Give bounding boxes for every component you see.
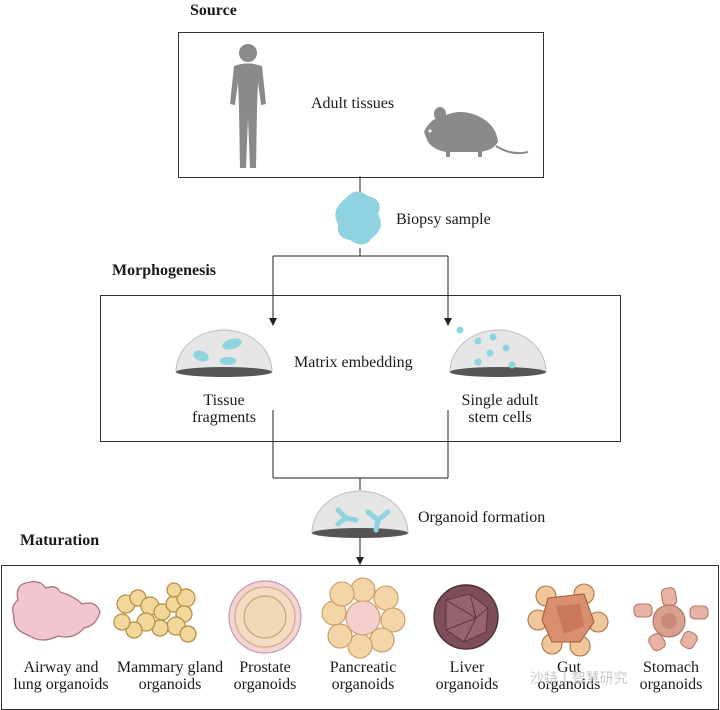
organoid-label-airway: Airway and lung organoids	[5, 659, 117, 693]
organoid-label-gut: Gut organoids	[526, 659, 612, 693]
matrix-dome-tissue-icon	[175, 329, 273, 377]
organoid-label-line1: Gut	[557, 659, 581, 676]
organoid-label-line1: Stomach	[643, 659, 699, 676]
tissue-fragments-line2: fragments	[192, 409, 256, 426]
morphogenesis-box	[100, 295, 621, 442]
organoid-label-line1: Prostate	[239, 659, 291, 676]
mouse-silhouette-icon	[424, 107, 529, 157]
organoid-label-prostate: Prostate organoids	[222, 659, 308, 693]
organoid-label-line1: Pancreatic	[329, 659, 397, 676]
tissue-fragments-line1: Tissue	[203, 392, 245, 409]
organoid-label-liver: Liver organoids	[424, 659, 510, 693]
organoid-formation-label: Organoid formation	[418, 509, 546, 526]
biopsy-blob-icon	[335, 191, 381, 245]
organoid-label-pancreatic: Pancreatic organoids	[318, 659, 408, 693]
stem-cells-label: Single adult stem cells	[440, 392, 560, 426]
mammary-organoid-icon	[113, 582, 197, 643]
organoid-label-line2: organoids	[138, 676, 202, 693]
organoid-label-line1: Airway and	[23, 659, 99, 676]
organoid-label-line2: organoids	[537, 676, 601, 693]
stem-cells-line2: stem cells	[468, 409, 532, 426]
morphogenesis-header: Morphogenesis	[112, 262, 216, 279]
adult-tissues-label: Adult tissues	[311, 95, 395, 112]
organoid-label-line2: organoids	[331, 676, 395, 693]
pancreatic-organoid-icon	[321, 577, 406, 659]
prostate-organoid-icon	[228, 580, 302, 654]
organoid-label-line2: organoids	[639, 676, 703, 693]
organoid-label-line2: organoids	[435, 676, 499, 693]
source-box	[178, 32, 544, 178]
organoid-label-stomach: Stomach organoids	[628, 659, 714, 693]
human-silhouette-icon	[230, 44, 266, 168]
matrix-embedding-label: Matrix embedding	[294, 354, 413, 371]
biopsy-sample-label: Biopsy sample	[396, 211, 491, 228]
stem-cells-line1: Single adult	[461, 392, 539, 409]
airway-organoid-icon	[12, 580, 101, 641]
liver-organoid-icon	[433, 584, 499, 650]
watermark: 沙特 | 智慧研究	[530, 671, 628, 687]
tissue-fragments-label: Tissue fragments	[172, 392, 276, 426]
gut-organoid-icon	[527, 583, 609, 657]
organoid-label-line2: lung organoids	[13, 676, 109, 693]
source-header: Source	[190, 2, 237, 19]
organoid-label-mammary: Mammary gland organoids	[105, 659, 235, 693]
maturation-header: Maturation	[20, 532, 100, 549]
organoid-label-line1: Mammary gland	[116, 659, 224, 676]
matrix-dome-formation-icon	[311, 490, 409, 538]
matrix-dome-stemcell-icon	[449, 326, 547, 377]
stomach-organoid-icon	[633, 587, 709, 652]
organoid-label-line2: organoids	[233, 676, 297, 693]
organoid-label-line1: Liver	[449, 659, 485, 676]
